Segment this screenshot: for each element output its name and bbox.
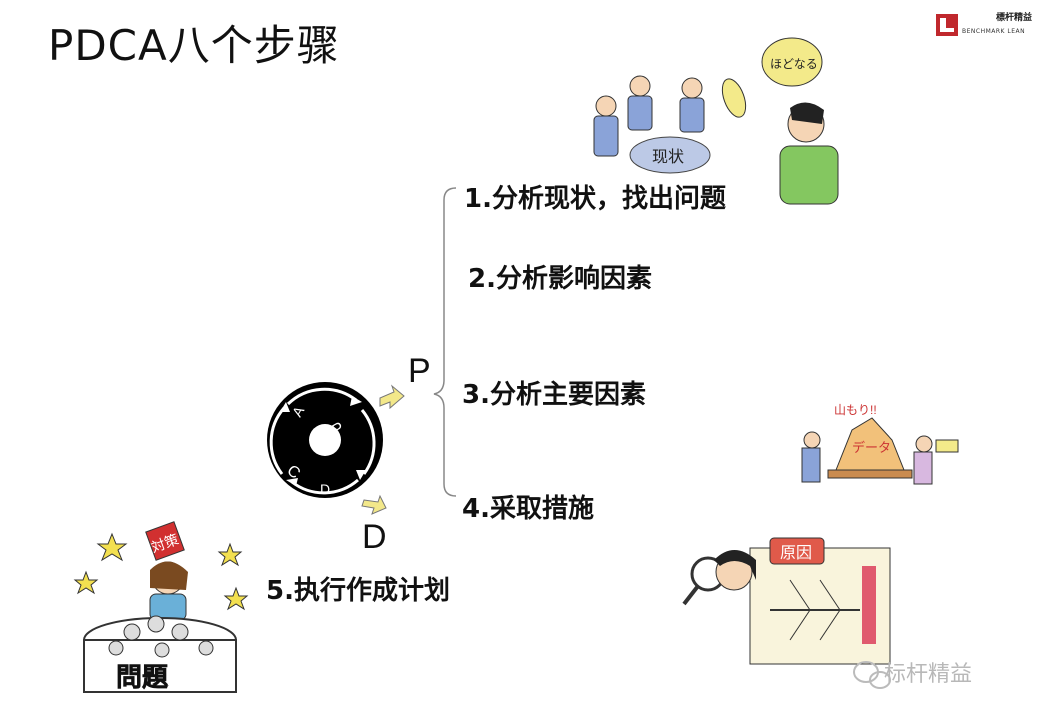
brand-logo-icon	[936, 14, 958, 36]
phase-d-label: D	[362, 518, 387, 556]
brace-bracket	[433, 187, 457, 497]
status-label: 现状	[652, 148, 684, 166]
illustration-cause-analysis: 原因	[682, 537, 891, 665]
thinking-bubble-text: ほどなる	[770, 57, 818, 71]
data-label: データ	[852, 440, 891, 455]
watermark-text: 标杆精益	[884, 662, 973, 687]
pdca-wheel: P D C A	[267, 382, 383, 498]
step-1: 1.分析现状，找出问题	[464, 184, 726, 214]
cause-label: 原因	[780, 544, 812, 562]
brand-subtitle: BENCHMARK LEAN	[962, 28, 1026, 35]
arrow-to-p-icon	[379, 384, 405, 410]
wechat-icon	[853, 661, 891, 689]
illustration-data-mountain: 山もり!! データ	[801, 403, 959, 485]
illustration-status-analysis: 现状 ほどなる	[593, 37, 839, 205]
step-4: 4.采取措施	[462, 494, 594, 524]
step-2: 2.分析影响因素	[468, 264, 652, 294]
problem-label: 問題	[116, 662, 169, 692]
page-title: PDCA八个步骤	[48, 21, 340, 70]
phase-p-label: P	[408, 352, 431, 390]
brand-logo	[936, 14, 1024, 36]
arrow-to-d-icon	[361, 494, 387, 515]
yamamori-label: 山もり!!	[834, 403, 877, 417]
step-5: 5.执行作成计划	[266, 576, 450, 606]
step-3: 3.分析主要因素	[462, 380, 646, 410]
brand-name: 標杆精益	[995, 13, 1032, 23]
wheel-letter-d: D	[320, 481, 330, 497]
illustration-problem-solving: 対策 問題	[73, 521, 249, 693]
